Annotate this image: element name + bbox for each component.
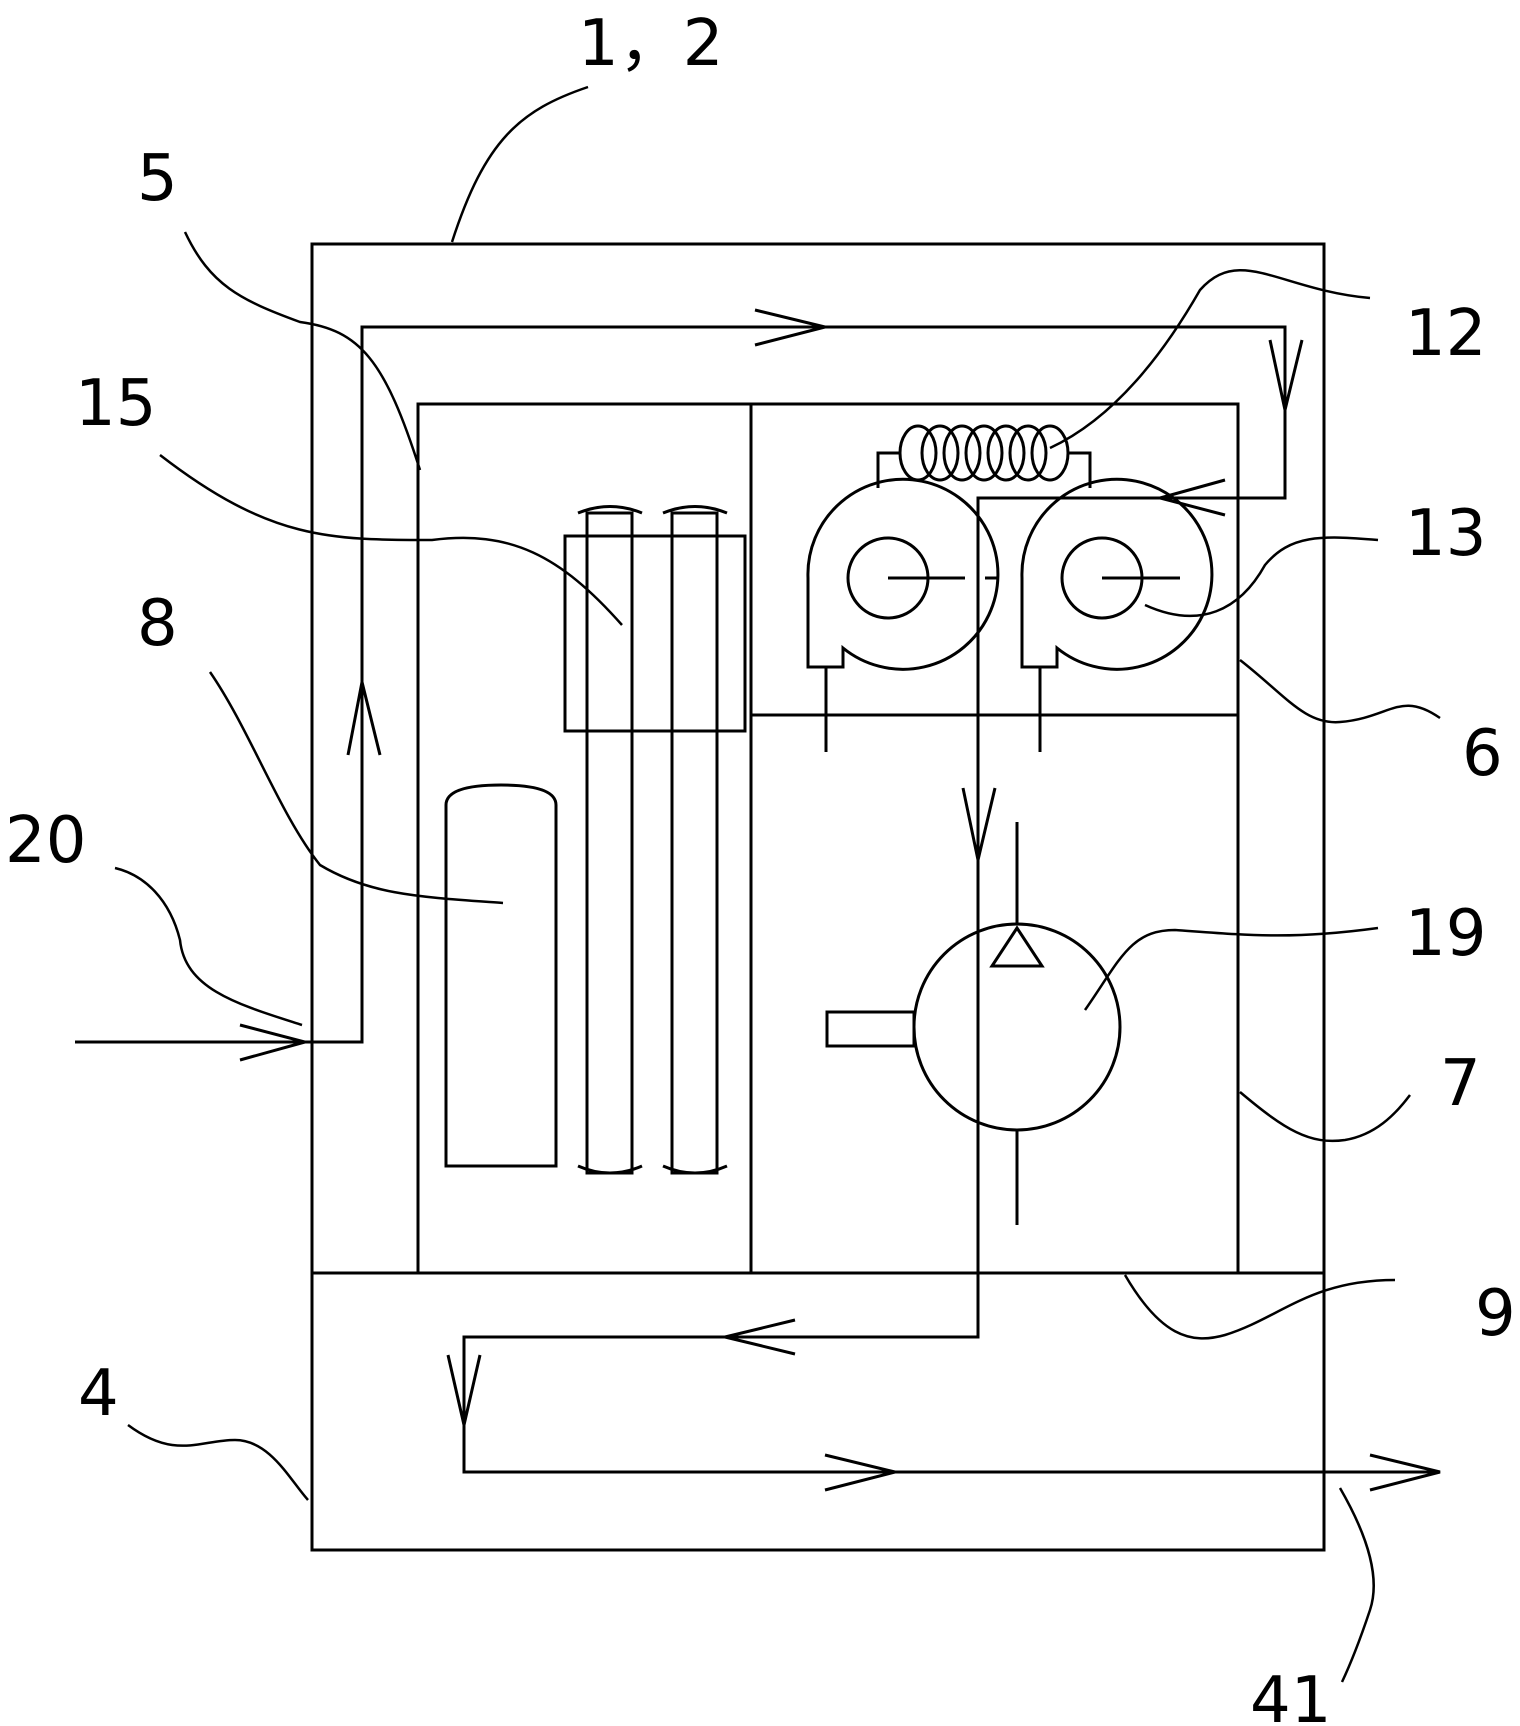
label-13: 13	[1405, 497, 1486, 571]
label-12: 12	[1405, 297, 1486, 371]
label-6: 6	[1462, 717, 1503, 791]
leader-19	[1085, 928, 1378, 1010]
blower-left	[808, 479, 998, 752]
arrow-up	[348, 682, 380, 755]
label-9: 9	[1475, 1277, 1516, 1351]
leader-9	[1125, 1275, 1395, 1338]
label-5: 5	[137, 142, 178, 216]
leader-12	[1050, 270, 1370, 448]
airflow-path-upper	[75, 327, 1440, 1472]
label-8: 8	[137, 587, 178, 661]
label-41: 41	[1250, 1664, 1331, 1726]
leader-5	[185, 232, 420, 470]
leader-1-2	[452, 87, 588, 242]
tank-8	[446, 785, 556, 1166]
leader-4	[128, 1425, 308, 1500]
label-1-2: 1，2	[578, 7, 723, 81]
leader-20	[115, 868, 302, 1025]
label-7: 7	[1440, 1047, 1481, 1121]
label-19: 19	[1405, 897, 1486, 971]
tube-right	[672, 513, 717, 1173]
label-20: 20	[5, 804, 86, 878]
inner-cabinet	[418, 404, 1238, 1273]
pump-19	[827, 822, 1120, 1225]
leader-41	[1340, 1488, 1374, 1682]
label-15: 15	[75, 367, 156, 441]
leader-6	[1240, 660, 1440, 722]
label-4: 4	[78, 1357, 119, 1431]
leader-15	[160, 455, 622, 625]
